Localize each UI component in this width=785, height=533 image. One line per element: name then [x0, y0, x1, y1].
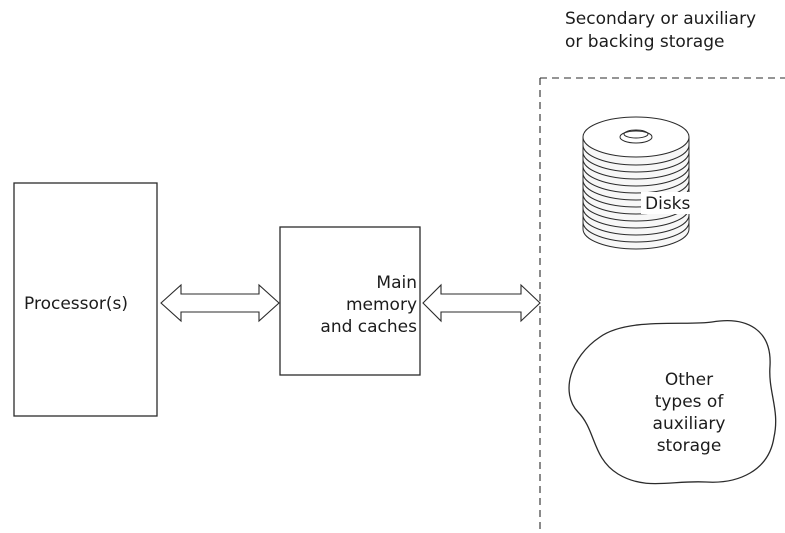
- disks-label: Disks: [645, 194, 691, 214]
- main-memory-box: [279, 226, 421, 376]
- processor-box: [13, 182, 158, 417]
- processor-memory-double-arrow: [160, 283, 280, 323]
- disks-label-backing: [641, 192, 701, 214]
- other-storage-label: Other types of auxiliary storage: [652, 370, 726, 456]
- memory-storage-double-arrow: [422, 283, 541, 323]
- main-memory-label: Main memory and caches: [320, 273, 417, 337]
- processor-label: Processor(s): [24, 294, 129, 314]
- other-storage-blob: [568, 320, 777, 485]
- disk-stack-icon: [582, 116, 690, 250]
- storage-dashed-border: [539, 77, 785, 533]
- storage-heading: Secondary or auxiliary or backing storag…: [565, 9, 757, 52]
